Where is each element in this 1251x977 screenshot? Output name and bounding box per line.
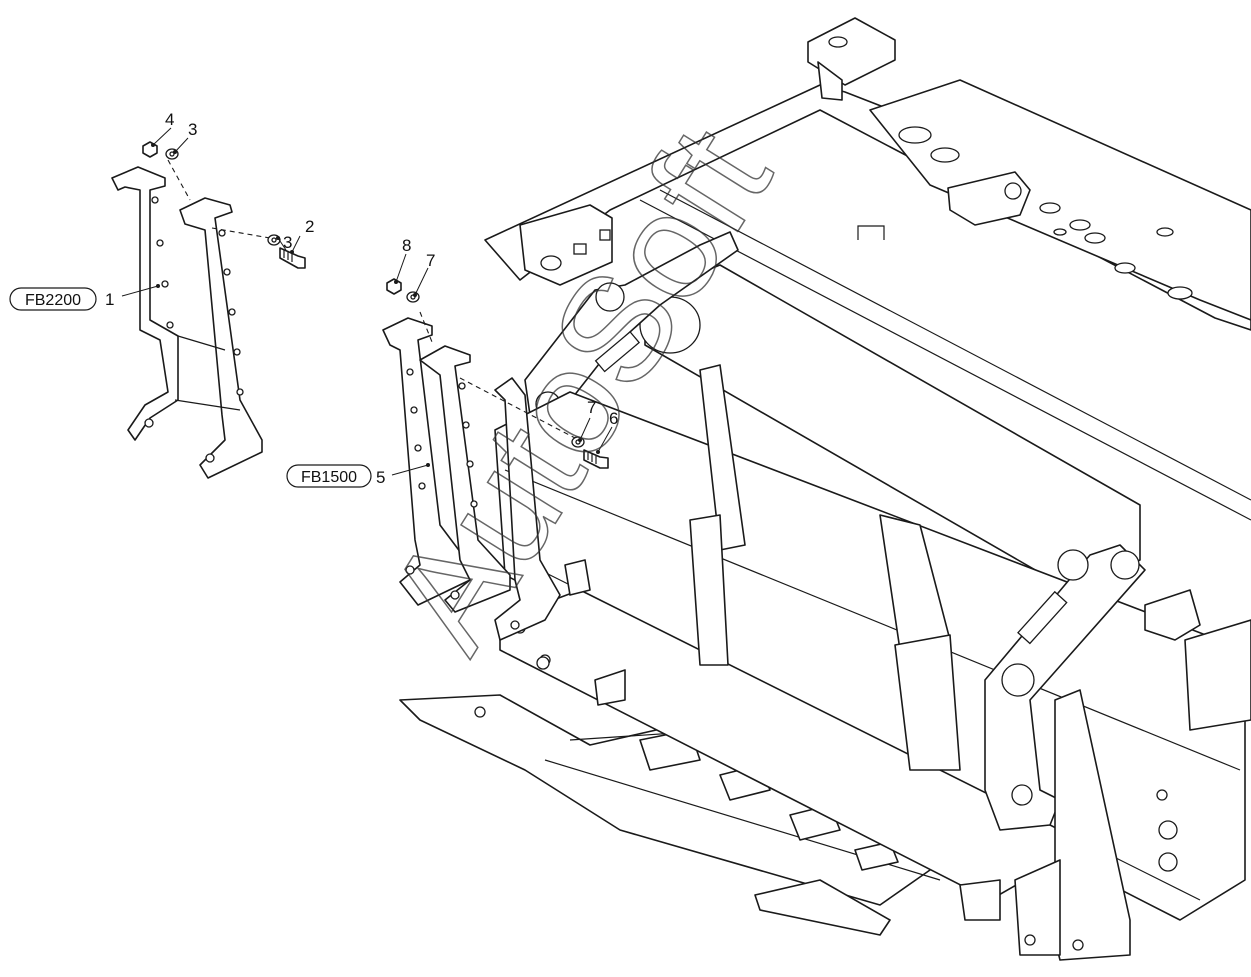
fb1500-bracket bbox=[382, 311, 576, 641]
frame-assembly bbox=[399, 17, 1251, 961]
callout-7-top: 7 bbox=[426, 251, 435, 270]
nut-a-icon bbox=[142, 141, 158, 158]
nut-b-icon bbox=[386, 278, 402, 295]
leader-lines bbox=[121, 127, 613, 476]
model-label-fb2200: FB2200 bbox=[9, 287, 97, 311]
callout-8: 8 bbox=[402, 236, 411, 255]
callout-4: 4 bbox=[165, 110, 174, 129]
fb2200-bracket bbox=[111, 159, 271, 479]
callout-6: 6 bbox=[609, 409, 618, 428]
callout-3-top: 3 bbox=[188, 120, 197, 139]
callout-7-side: 7 bbox=[587, 398, 596, 417]
callout-numbers: 1 2 3 4 3 5 6 7 8 7 bbox=[105, 110, 618, 487]
model-code-fb2200: FB2200 bbox=[25, 292, 81, 309]
model-label-fb1500: FB1500 bbox=[286, 464, 372, 488]
callout-5: 5 bbox=[376, 468, 385, 487]
model-code-fb1500: FB1500 bbox=[301, 469, 357, 486]
callout-3-side: 3 bbox=[283, 233, 292, 252]
callout-1: 1 bbox=[105, 290, 114, 309]
callout-2: 2 bbox=[305, 217, 314, 236]
